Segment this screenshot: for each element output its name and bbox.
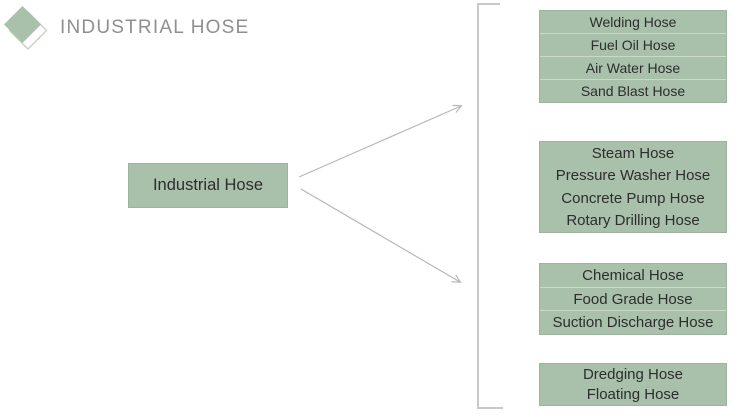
hose-type-item: Fuel Oil Hose bbox=[540, 33, 726, 56]
hose-type-item: Steam Hose bbox=[591, 144, 675, 162]
root-node-industrial-hose: Industrial Hose bbox=[128, 163, 288, 208]
hose-group-1: Welding Hose Fuel Oil Hose Air Water Hos… bbox=[539, 10, 727, 103]
grouping-bracket bbox=[477, 3, 503, 409]
hose-type-item: Chemical Hose bbox=[582, 266, 684, 284]
root-node-label: Industrial Hose bbox=[152, 176, 264, 194]
hose-type-item: Welding Hose bbox=[589, 14, 677, 30]
hose-type-item: Dredging Hose bbox=[582, 365, 684, 383]
diamond-logo-icon bbox=[1, 2, 53, 54]
hose-type-item: Pressure Washer Hose bbox=[555, 167, 711, 185]
hose-group-3: Chemical Hose Food Grade Hose Suction Di… bbox=[539, 263, 727, 335]
hose-type-item: Concrete Pump Hose bbox=[561, 189, 705, 207]
hose-group-4: Dredging Hose Floating Hose bbox=[539, 363, 727, 406]
hose-type-item: Suction Discharge Hose bbox=[540, 310, 726, 334]
hose-type-item: Rotary Drilling Hose bbox=[566, 212, 700, 230]
hose-group-2: Steam Hose Pressure Washer Hose Concrete… bbox=[539, 141, 727, 233]
hose-type-item: Food Grade Hose bbox=[540, 286, 726, 311]
hose-type-item: Air Water Hose bbox=[540, 56, 726, 79]
hose-type-item: Floating Hose bbox=[586, 386, 680, 404]
arrow-to-lower-groups bbox=[300, 188, 460, 282]
arrow-to-upper-groups bbox=[298, 106, 461, 178]
hose-type-item: Sand Blast Hose bbox=[540, 79, 726, 102]
page-title: INDUSTRIAL HOSE bbox=[60, 17, 250, 38]
